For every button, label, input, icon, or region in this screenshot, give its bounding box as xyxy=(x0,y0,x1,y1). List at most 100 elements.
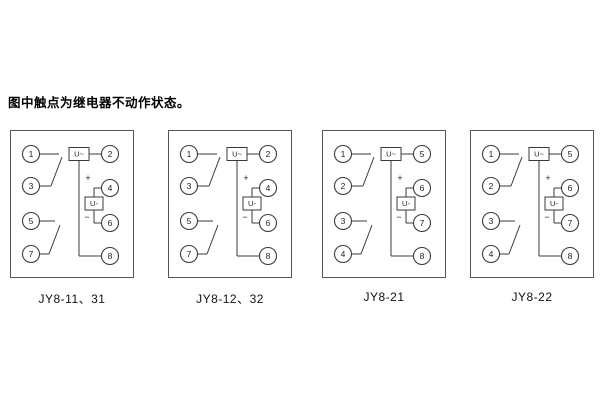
dc-coil-box xyxy=(242,196,262,211)
relay-diagram: U~ U- + − 1 2 3 4 5 6 7 8 xyxy=(481,144,580,266)
diagram-frame: U~ U- + − 1 3 5 7 2 4 6 8 xyxy=(168,130,292,278)
terminal-number: 1 xyxy=(187,149,192,159)
terminal-circle xyxy=(481,211,501,231)
wiring-lines xyxy=(351,153,414,257)
terminal-number: 2 xyxy=(108,149,113,159)
terminal-number: 7 xyxy=(187,249,192,259)
terminal-number: 1 xyxy=(341,149,346,159)
relay-panel-jy8-12-32: U~ U- + − 1 3 5 7 2 4 6 8 JY8-12、32 xyxy=(168,130,292,307)
relay-panel-jy8-11-31: U~ U- + − 1 3 5 7 2 4 6 8 JY8-11、31 xyxy=(10,130,134,307)
terminal-circle xyxy=(100,213,120,233)
terminal-circle xyxy=(100,246,120,266)
terminal-number: 4 xyxy=(266,183,271,193)
relay-diagram: U~ U- + − 1 2 3 4 5 6 7 8 xyxy=(333,144,432,266)
terminal-circle xyxy=(560,178,580,198)
terminal-number: 8 xyxy=(266,251,271,261)
polarity-minus: − xyxy=(242,212,247,222)
terminal-circle xyxy=(333,211,353,231)
polarity-plus: + xyxy=(545,173,550,183)
terminal-circle xyxy=(412,213,432,233)
terminal-circle xyxy=(560,144,580,164)
polarity-minus: − xyxy=(396,212,401,222)
relay-panel-jy8-21: U~ U- + − 1 2 3 4 5 6 7 8 JY8-21 xyxy=(322,130,446,304)
terminal-circle xyxy=(100,144,120,164)
terminal-circle xyxy=(179,144,199,164)
terminal-number: 8 xyxy=(108,251,113,261)
terminal-number: 3 xyxy=(187,181,192,191)
ac-coil-box xyxy=(68,147,90,161)
terminal-circle xyxy=(258,178,278,198)
terminal-number: 4 xyxy=(489,249,494,259)
wiring-lines xyxy=(499,153,562,257)
panel-label: JY8-22 xyxy=(511,290,553,304)
wiring-lines xyxy=(39,153,102,257)
terminal-number: 2 xyxy=(266,149,271,159)
panel-label: JY8-11、31 xyxy=(38,292,106,306)
terminal-circle xyxy=(333,144,353,164)
ac-coil-box xyxy=(528,147,550,161)
terminal-circle xyxy=(100,178,120,198)
terminal-number: 1 xyxy=(489,149,494,159)
terminal-circle xyxy=(258,213,278,233)
terminal-circle xyxy=(21,176,41,196)
diagram-frame: U~ U- + − 1 3 5 7 2 4 6 8 xyxy=(10,130,134,278)
ac-coil-label: U~ xyxy=(534,150,544,159)
terminal-number: 1 xyxy=(29,149,34,159)
diagram-frame: U~ U- + − 1 2 3 4 5 6 7 8 xyxy=(470,130,594,278)
polarity-plus: + xyxy=(397,173,402,183)
ac-coil-label: U~ xyxy=(232,150,242,159)
terminal-circle xyxy=(258,144,278,164)
terminal-number: 3 xyxy=(489,216,494,226)
wiring-lines xyxy=(197,153,260,257)
panel-label: JY8-12、32 xyxy=(196,292,264,306)
terminal-circle xyxy=(481,144,501,164)
terminal-number: 2 xyxy=(341,181,346,191)
polarity-minus: − xyxy=(544,212,549,222)
terminal-number: 4 xyxy=(108,183,113,193)
dc-coil-label: U- xyxy=(402,199,410,208)
polarity-plus: + xyxy=(243,173,248,183)
terminal-number: 8 xyxy=(568,251,573,261)
terminal-number: 4 xyxy=(341,249,346,259)
terminal-number: 7 xyxy=(420,218,425,228)
polarity-minus: − xyxy=(84,212,89,222)
polarity-plus: + xyxy=(85,173,90,183)
terminal-number: 6 xyxy=(266,218,271,228)
terminal-number: 8 xyxy=(420,251,425,261)
ac-coil-box xyxy=(380,147,402,161)
relay-diagram: U~ U- + − 1 3 5 7 2 4 6 8 xyxy=(21,144,120,266)
dc-coil-label: U- xyxy=(550,199,558,208)
dc-coil-box xyxy=(396,196,416,211)
relay-diagram: U~ U- + − 1 3 5 7 2 4 6 8 xyxy=(179,144,278,266)
panel-label: JY8-21 xyxy=(363,290,405,304)
terminal-number: 7 xyxy=(568,218,573,228)
terminal-circle xyxy=(481,176,501,196)
terminal-circle xyxy=(179,176,199,196)
dc-coil-box xyxy=(84,196,104,211)
ac-coil-box xyxy=(226,147,248,161)
terminal-number: 6 xyxy=(568,183,573,193)
terminal-circle xyxy=(258,246,278,266)
note-text: 图中触点为继电器不动作状态。 xyxy=(8,96,191,110)
terminal-circle xyxy=(333,176,353,196)
terminal-number: 2 xyxy=(489,181,494,191)
terminal-number: 5 xyxy=(568,149,573,159)
terminal-circle xyxy=(21,144,41,164)
terminal-circle xyxy=(179,244,199,264)
terminal-circle xyxy=(21,211,41,231)
terminal-number: 6 xyxy=(108,218,113,228)
ac-coil-label: U~ xyxy=(386,150,396,159)
diagram-frame: U~ U- + − 1 2 3 4 5 6 7 8 xyxy=(322,130,446,278)
dc-coil-label: U- xyxy=(90,199,98,208)
terminal-circle xyxy=(560,246,580,266)
terminal-number: 3 xyxy=(29,181,34,191)
terminal-number: 5 xyxy=(187,216,192,226)
terminal-circle xyxy=(179,211,199,231)
terminal-circle xyxy=(560,213,580,233)
terminal-number: 5 xyxy=(420,149,425,159)
relay-panel-jy8-22: U~ U- + − 1 2 3 4 5 6 7 8 JY8-22 xyxy=(470,130,594,304)
terminal-circle xyxy=(412,178,432,198)
terminal-number: 3 xyxy=(341,216,346,226)
terminal-number: 6 xyxy=(420,183,425,193)
terminal-number: 5 xyxy=(29,216,34,226)
